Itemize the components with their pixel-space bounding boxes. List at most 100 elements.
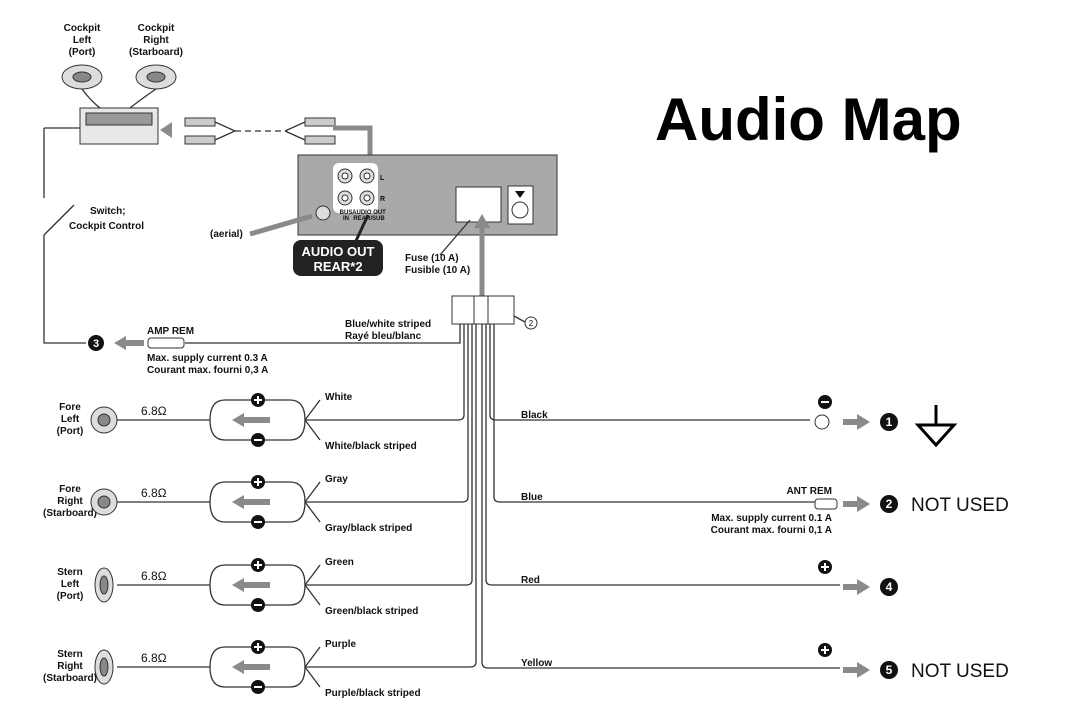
amp-rem-wire-label-2: Rayé bleu/blanc — [345, 331, 422, 342]
wire-label: Red — [521, 575, 540, 586]
svg-text:Cockpit: Cockpit — [64, 23, 101, 34]
speaker-name: (Port) — [57, 591, 84, 602]
svg-text:3: 3 — [93, 338, 99, 350]
amp-rem-wire-label: Blue/white striped — [345, 319, 431, 330]
ant-rem-spec: Max. supply current 0.1 A — [711, 513, 832, 524]
svg-text:2: 2 — [529, 319, 534, 328]
arrow-left-icon — [232, 660, 270, 674]
terminal-2-badge: 2 — [880, 495, 898, 513]
plus-wire-label: Green — [325, 557, 354, 568]
audio-out-rear-callout: AUDIO OUT REAR*2 — [293, 240, 383, 276]
speaker-name: Right — [57, 496, 83, 507]
svg-text:5: 5 — [886, 663, 893, 677]
not-used-label: NOT USED — [911, 661, 1009, 682]
arrow-left-icon — [114, 336, 126, 350]
impedance-label: 6.8Ω — [141, 569, 167, 583]
minus-icon — [251, 680, 265, 694]
cockpit-right-speaker-icon — [135, 64, 177, 90]
ant-rem-label: ANT REM — [786, 486, 832, 497]
minus-wire-label: Green/black striped — [325, 606, 418, 617]
plus-icon — [251, 640, 265, 654]
plus-icon — [818, 560, 832, 574]
speaker-name: Stern — [57, 567, 83, 578]
bus-in-label-2: IN — [343, 216, 349, 222]
arrow-left-icon — [232, 495, 270, 509]
minus-wire-label: Gray/black striped — [325, 523, 412, 534]
svg-text:(Starboard): (Starboard) — [129, 47, 183, 58]
not-used-label: NOT USED — [911, 495, 1009, 516]
plus-icon — [251, 558, 265, 572]
minus-wire-label: White/black striped — [325, 441, 417, 452]
minus-icon — [251, 433, 265, 447]
wire-label: Blue — [521, 492, 543, 503]
cockpit-left-label: Cockpit Left (Port) — [64, 23, 101, 58]
impedance-label: 6.8Ω — [141, 486, 167, 500]
power-wire-black: Black 1 — [521, 395, 898, 431]
svg-text:REAR*2: REAR*2 — [313, 259, 362, 274]
amp-rem-plug-icon — [147, 337, 185, 349]
minus-icon — [251, 515, 265, 529]
terminal-1-badge: 1 — [880, 413, 898, 431]
arrow-right-icon — [843, 414, 870, 430]
minus-icon — [251, 598, 265, 612]
arrow-right-icon — [843, 662, 870, 678]
page-title: Audio Map — [655, 86, 962, 153]
amp-rem-spec: Max. supply current 0.3 A — [147, 353, 268, 364]
impedance-label: 6.8Ω — [141, 404, 167, 418]
fuse-label: Fuse (10 A) — [405, 253, 459, 264]
switch-label: Switch; — [90, 206, 126, 217]
rca-plugs-icon — [184, 117, 336, 145]
arrow-to-head-unit-icon — [474, 214, 490, 228]
rca-l-label: L — [380, 175, 385, 182]
speaker-name: (Port) — [57, 426, 84, 437]
svg-text:2: 2 — [886, 497, 893, 511]
arrow-to-amp-icon — [160, 122, 172, 138]
plus-icon — [251, 393, 265, 407]
plus-wire-label: Gray — [325, 474, 348, 485]
ant-rem-plug-icon — [814, 498, 838, 510]
audio-out-small-label-2: REAR/SUB — [353, 216, 385, 222]
arrow-right-icon — [843, 579, 870, 595]
minus-wire-label: Purple/black striped — [325, 688, 421, 699]
power-wire-blue: Blue 2 NOT USED — [521, 492, 1009, 516]
plus-wire-label: Purple — [325, 639, 357, 650]
arrow-left-icon — [232, 578, 270, 592]
plus-icon — [251, 475, 265, 489]
speaker-name: Left — [61, 414, 80, 425]
speaker-icon — [94, 649, 114, 685]
svg-text:Left: Left — [73, 35, 92, 46]
amp-rem-spec-2: Courant max. fourni 0,3 A — [147, 365, 268, 376]
amp-rem-label: AMP REM — [147, 326, 194, 337]
ring-terminal-icon — [814, 414, 830, 430]
connector-callout-icon — [524, 316, 538, 330]
switch-label-2: Cockpit Control — [69, 221, 144, 232]
arrow-left-icon — [232, 413, 270, 427]
arrow-right-icon — [843, 496, 870, 512]
svg-text:Cockpit: Cockpit — [138, 23, 175, 34]
svg-text:4: 4 — [886, 580, 893, 594]
harness-connector — [451, 295, 515, 325]
wire-label: Black — [521, 410, 548, 421]
speaker-name: Left — [61, 579, 80, 590]
rca-r-label: R — [380, 196, 385, 203]
speaker-name: Stern — [57, 649, 83, 660]
speaker-name: Right — [57, 661, 83, 672]
cockpit-right-label: Cockpit Right (Starboard) — [129, 23, 183, 58]
speaker-name: (Starboard) — [43, 673, 97, 684]
power-wire-yellow: Yellow 5 NOT USED — [521, 643, 1009, 682]
terminal-5-badge: 5 — [880, 661, 898, 679]
bus-in-label: BUS — [340, 210, 353, 216]
head-unit — [297, 154, 558, 236]
speaker-group: SternRight(Starboard)6.8ΩPurplePurple/bl… — [43, 639, 421, 699]
ground-icon — [914, 405, 958, 448]
speaker-icon — [90, 488, 118, 516]
audio-out-small-label: AUDIO OUT — [352, 210, 386, 216]
wire-label: Yellow — [521, 658, 552, 669]
svg-text:AUDIO OUT: AUDIO OUT — [302, 244, 375, 259]
power-wire-red: Red 4 — [521, 560, 898, 596]
svg-text:(Port): (Port) — [69, 47, 96, 58]
